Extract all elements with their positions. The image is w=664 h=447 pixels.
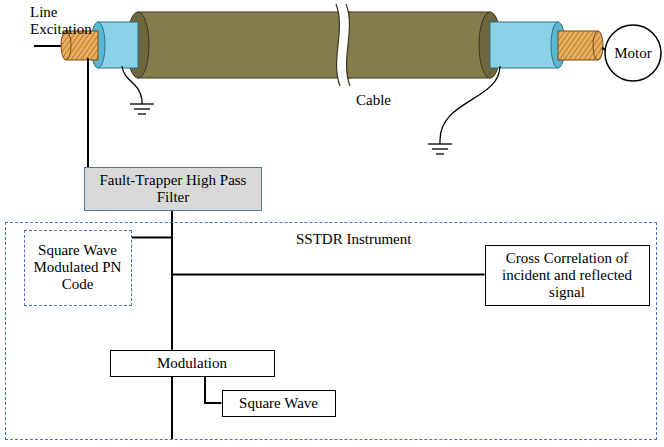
core-drop-wire: [87, 58, 89, 168]
node-text: Motor: [614, 45, 652, 62]
ground-symbol: [428, 66, 500, 154]
filter-box: Fault-Trapper High Pass Filter: [84, 167, 262, 211]
ground-symbol: [122, 66, 154, 114]
signal-wire: [172, 211, 485, 275]
node-text: Fault-Trapper High Pass Filter: [89, 172, 257, 206]
signal-wire: [205, 377, 222, 404]
cable-break: [336, 4, 350, 86]
node-text: Square Wave Modulated PN Code: [29, 242, 127, 293]
cable-right-end: [340, 12, 603, 78]
cable-label: Cable: [356, 92, 416, 109]
node-text: Cross Correlation of incident and reflec…: [490, 250, 645, 301]
instrument-region: SSTDR InstrumentSquare Wave Modulated PN…: [5, 222, 657, 440]
signal-wire: [132, 238, 173, 350]
motor-circle: Motor: [604, 24, 662, 82]
node-text: SSTDR Instrument: [296, 231, 411, 248]
pn-code-box: Square Wave Modulated PN Code: [24, 230, 132, 306]
cable-left-end: [61, 12, 350, 78]
break-lines: [336, 4, 350, 86]
square-wave-box: Square Wave: [222, 390, 336, 417]
node-text: Modulation: [157, 355, 227, 372]
excitation-label: Line Excitation: [30, 4, 104, 38]
modulation-box: Modulation: [110, 350, 275, 377]
correlation-box: Cross Correlation of incident and reflec…: [485, 245, 650, 306]
motor-outline: [605, 25, 661, 81]
node-text: Square Wave: [239, 395, 318, 412]
